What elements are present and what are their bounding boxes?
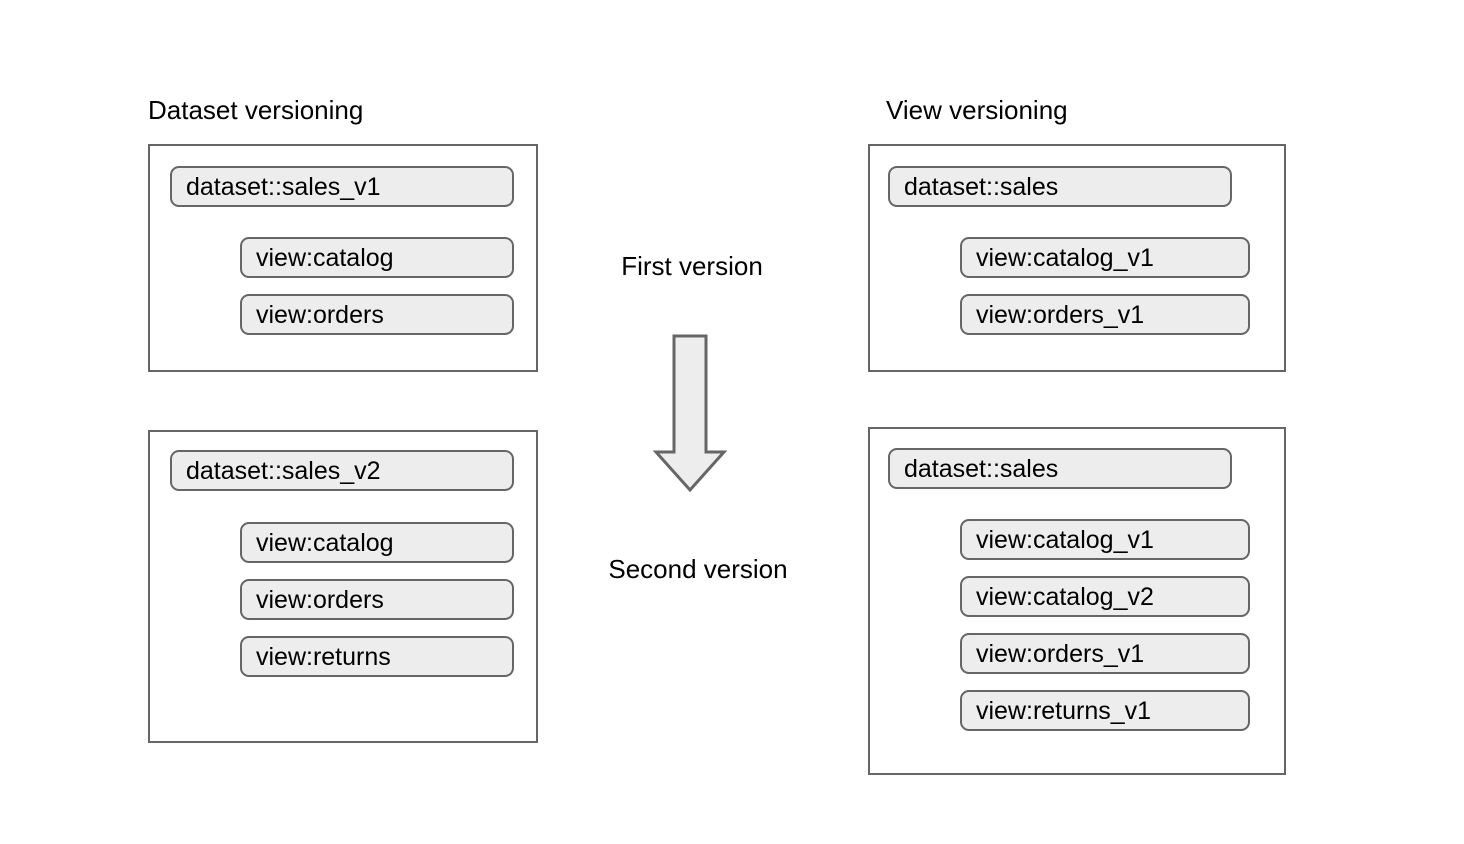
view-pill-returns-v1[interactable]: view:returns_v1 <box>960 690 1250 731</box>
dataset-pill-sales-v2[interactable]: dataset::sales_v2 <box>170 450 514 491</box>
view-pill-catalog-v1[interactable]: view:catalog_v1 <box>960 237 1250 278</box>
column-title-dataset-versioning: Dataset versioning <box>148 95 364 125</box>
view-pill-orders-2[interactable]: view:orders <box>240 579 514 620</box>
view-pill-orders[interactable]: view:orders <box>240 294 514 335</box>
view-pill-orders-v1-2[interactable]: view:orders_v1 <box>960 633 1250 674</box>
stage-label-first-version: First version <box>621 251 763 281</box>
dataset-pill-sales-v1[interactable]: dataset::sales_v1 <box>170 166 514 207</box>
view-pill-catalog[interactable]: view:catalog <box>240 237 514 278</box>
view-pill-returns[interactable]: view:returns <box>240 636 514 677</box>
view-pill-orders-v1[interactable]: view:orders_v1 <box>960 294 1250 335</box>
column-title-view-versioning: View versioning <box>886 95 1068 125</box>
view-pill-catalog-v1-2[interactable]: view:catalog_v1 <box>960 519 1250 560</box>
dataset-pill-sales[interactable]: dataset::sales <box>888 166 1232 207</box>
view-pill-catalog-2[interactable]: view:catalog <box>240 522 514 563</box>
dataset-pill-sales-2[interactable]: dataset::sales <box>888 448 1232 489</box>
down-arrow-icon <box>650 332 734 494</box>
view-pill-catalog-v2[interactable]: view:catalog_v2 <box>960 576 1250 617</box>
stage-label-second-version: Second version <box>608 554 788 584</box>
